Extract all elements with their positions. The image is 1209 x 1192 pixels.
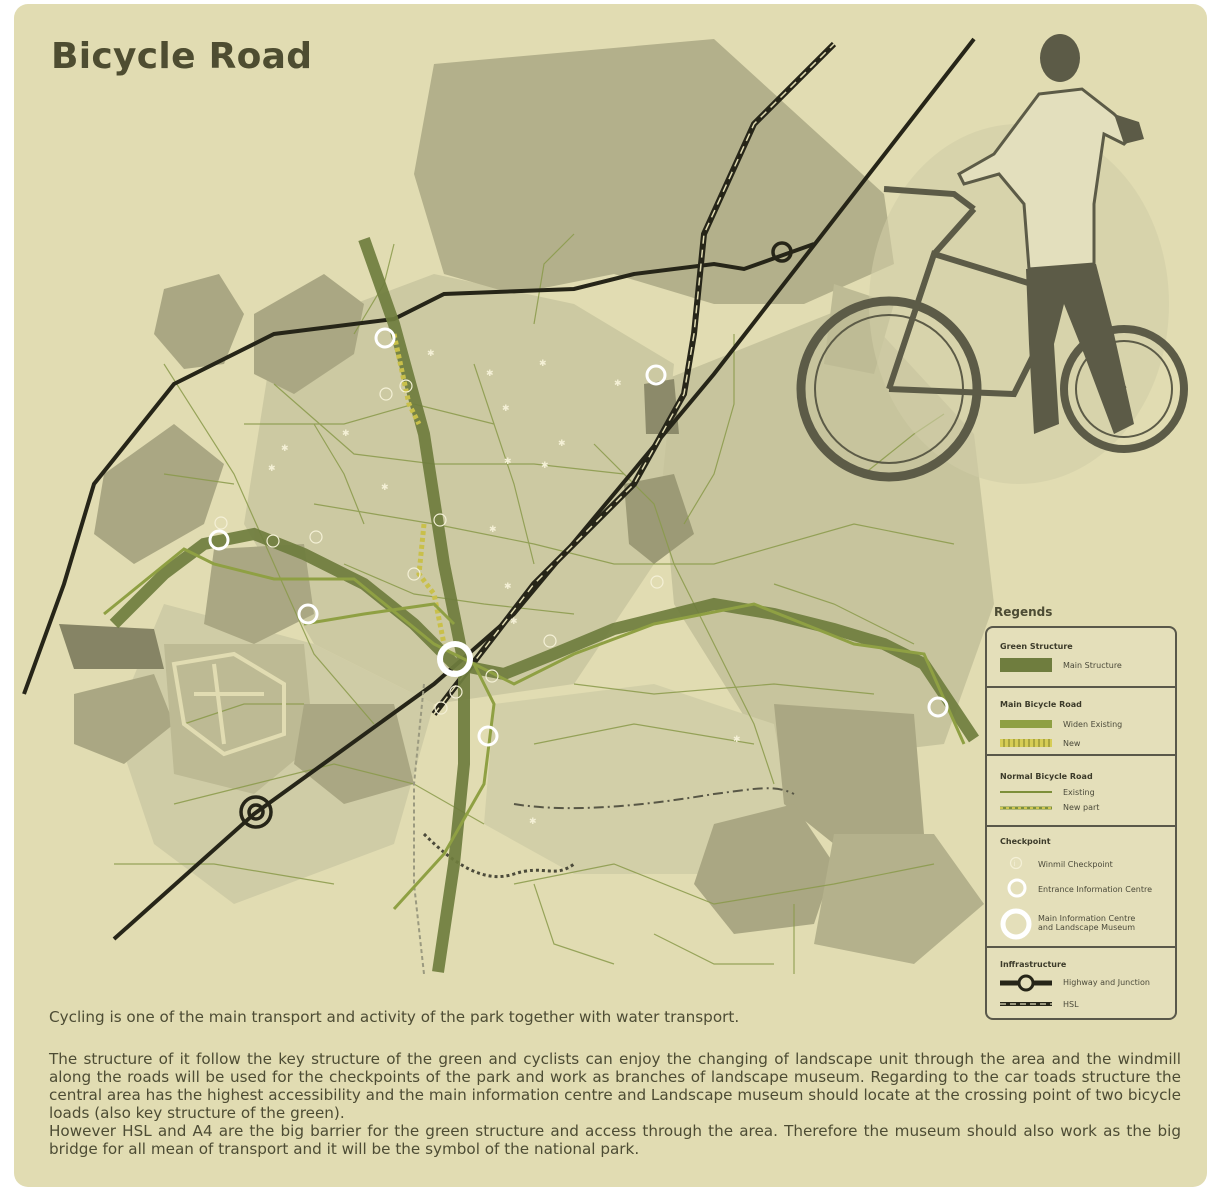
legend-label: Widen Existing	[1063, 720, 1123, 729]
svg-text:✱: ✱	[510, 617, 518, 627]
land-block-east-2	[774, 704, 924, 844]
legend-heading: Normal Bicycle Road	[1000, 772, 1093, 781]
land-block-northwest-2	[254, 274, 364, 394]
svg-text:✱: ✱	[281, 444, 289, 454]
map-canvas: ✱ ✱ ✱ ✱ ✱ ✱ ✱ ✱ ✱ ✱ ✱ ✱ ✱ ✱ ✱ ✱ ✱	[22, 34, 1188, 975]
land-block-northwest-1	[154, 274, 244, 369]
highway-icon	[1000, 974, 1052, 992]
legend-section-normal-bicycle-road: Normal Bicycle Road Existing New part	[987, 756, 1175, 827]
legend-section-checkpoint: Checkpoint i Winmil Checkpoint Entrance …	[987, 827, 1175, 948]
svg-text:✱: ✱	[529, 817, 537, 827]
legend-label: Winmil Checkpoint	[1038, 860, 1113, 869]
main-info-ring-icon	[1000, 908, 1032, 940]
highway-junctions	[239, 241, 793, 829]
main-information-centre	[437, 641, 473, 677]
land-area-center	[244, 274, 674, 704]
legend: Green Structure Main Structure Main Bicy…	[985, 626, 1177, 1020]
windmill-glyphs: ✱ ✱ ✱ ✱ ✱ ✱ ✱ ✱ ✱ ✱ ✱ ✱ ✱ ✱ ✱ ✱ ✱	[268, 349, 741, 827]
legend-label: Highway and Junction	[1063, 978, 1150, 987]
svg-text:✱: ✱	[504, 582, 512, 592]
legend-label: New	[1063, 739, 1081, 748]
cyclist-illustration	[796, 34, 1188, 484]
rail-icon	[1000, 1002, 1052, 1006]
legend-label: Entrance Information Centre	[1038, 885, 1152, 894]
svg-text:✱: ✱	[486, 369, 494, 379]
description-structure: The structure of it follow the key struc…	[49, 1050, 1181, 1122]
green-structure	[109, 237, 979, 973]
land-block-southeast-2	[814, 834, 984, 964]
hsl-rail	[413, 41, 837, 975]
existing-road-swatch	[1000, 791, 1052, 793]
page-title: Bicycle Road	[51, 36, 313, 77]
legend-heading: Checkpoint	[1000, 837, 1051, 846]
new-road-swatch	[1000, 739, 1052, 747]
legend-label: HSL	[1063, 1000, 1079, 1009]
rail-south	[413, 683, 425, 975]
svg-text:✱: ✱	[558, 439, 566, 449]
legend-section-main-bicycle-road: Main Bicycle Road Widen Existing New	[987, 688, 1175, 756]
land-block-city-south	[294, 704, 414, 804]
land-block-southwest-1	[74, 674, 174, 764]
intro-paragraph: Cycling is one of the main transport and…	[49, 1008, 740, 1026]
windmill-icon: i	[1009, 856, 1023, 870]
svg-text:✱: ✱	[381, 483, 389, 493]
land-block-west	[94, 424, 224, 564]
entrance-ring-icon	[1007, 878, 1027, 898]
legend-label: Main Information Centre and Landscape Mu…	[1038, 914, 1136, 932]
land-block-west-2	[59, 624, 164, 669]
svg-text:✱: ✱	[268, 464, 276, 474]
river	[513, 787, 795, 810]
legend-label: Main Structure	[1063, 661, 1122, 670]
new-part-swatch	[1000, 806, 1052, 810]
svg-text:✱: ✱	[342, 429, 350, 439]
legend-heading: Main Bicycle Road	[1000, 700, 1082, 709]
svg-text:i: i	[1014, 860, 1016, 868]
main-structure-swatch	[1000, 658, 1052, 672]
river-west	[422, 832, 575, 879]
legend-section-green-structure: Green Structure Main Structure	[987, 628, 1175, 688]
land-block-north	[414, 39, 894, 304]
legend-heading: Green Structure	[1000, 642, 1073, 651]
svg-text:✱: ✱	[427, 349, 435, 359]
poster: ✱ ✱ ✱ ✱ ✱ ✱ ✱ ✱ ✱ ✱ ✱ ✱ ✱ ✱ ✱ ✱ ✱	[14, 4, 1207, 1187]
highway-a4	[22, 37, 976, 941]
svg-text:✱: ✱	[541, 461, 549, 471]
land-block-center-west	[204, 544, 314, 644]
main-bicycle-road	[103, 333, 966, 911]
svg-text:✱: ✱	[489, 525, 497, 535]
svg-text:✱: ✱	[502, 404, 510, 414]
svg-text:✱: ✱	[504, 457, 512, 467]
legend-title: Regends	[994, 605, 1053, 619]
legend-section-infrastructure: Inffrastructure Highway and Junction HSL	[987, 948, 1175, 1020]
description-paragraph: The structure of it follow the key struc…	[49, 1050, 1181, 1158]
legend-heading: Inffrastructure	[1000, 960, 1067, 969]
windmill-checkpoints	[214, 379, 664, 715]
legend-label: New part	[1063, 803, 1100, 812]
description-barrier: However HSL and A4 are the big barrier f…	[49, 1122, 1181, 1158]
svg-text:✱: ✱	[733, 735, 741, 745]
svg-text:✱: ✱	[614, 379, 622, 389]
svg-text:✱: ✱	[539, 359, 547, 369]
legend-label: Existing	[1063, 788, 1095, 797]
widen-existing-swatch	[1000, 720, 1052, 728]
city-grid	[171, 651, 286, 757]
entrance-information-centres	[208, 327, 949, 747]
